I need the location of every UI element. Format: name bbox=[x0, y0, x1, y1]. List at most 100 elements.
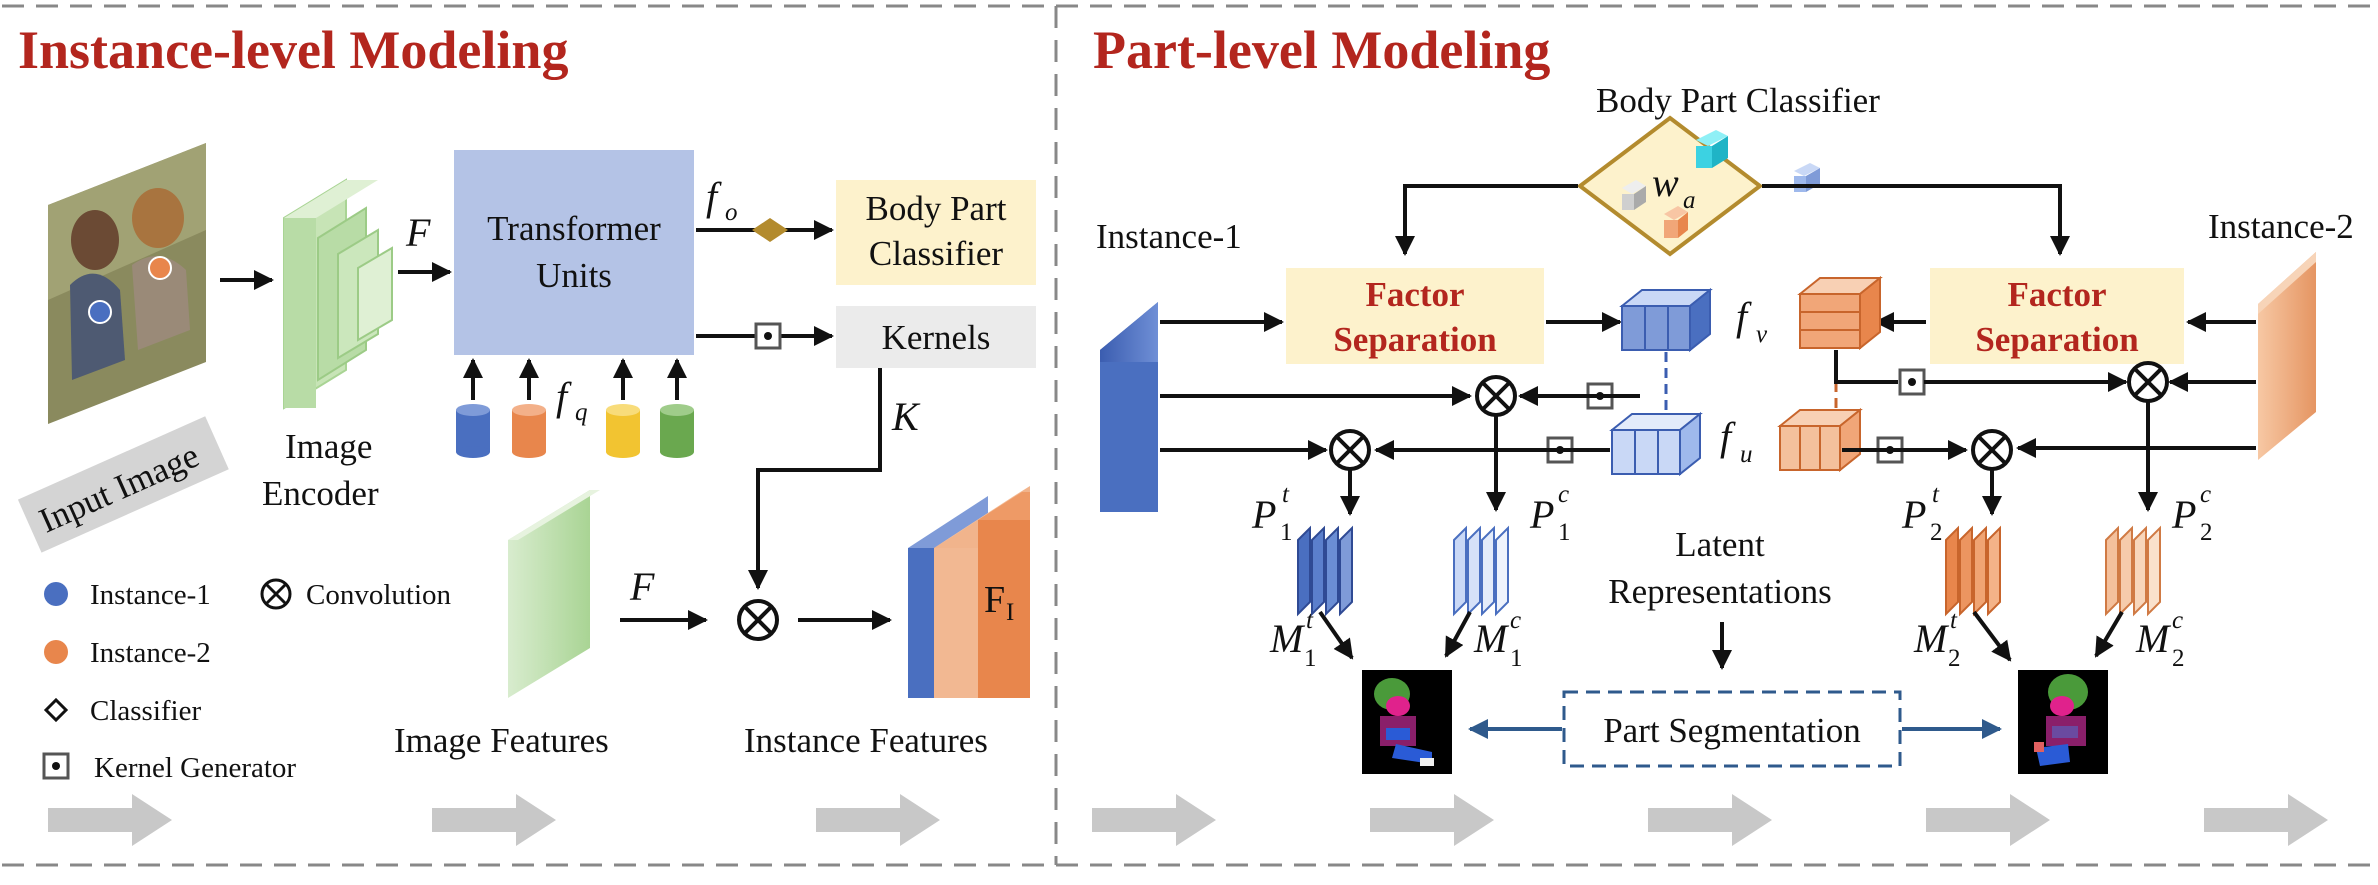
query-cylinders bbox=[456, 404, 694, 458]
symbol-K: K bbox=[891, 394, 921, 439]
conv-inst1-mid bbox=[1475, 375, 1517, 417]
arrow-M2t bbox=[1972, 610, 2012, 662]
kernels-box bbox=[836, 306, 1036, 368]
classifier-box-label-2: Classifier bbox=[869, 234, 1003, 273]
symbol-FI-sub: I bbox=[1006, 599, 1014, 626]
symbol-M1t: M bbox=[1269, 616, 1306, 661]
symbol-wa-sub: a bbox=[1683, 187, 1696, 214]
symbol-M2c: M bbox=[2135, 616, 2172, 661]
instance2-block bbox=[2258, 252, 2316, 460]
symbol-fu-sub: u bbox=[1740, 441, 1753, 468]
blue-fu-kernel bbox=[1609, 411, 1703, 477]
input-image bbox=[48, 143, 206, 424]
symbol-fo: f bbox=[706, 174, 722, 219]
legend-classifier-label: Classifier bbox=[90, 695, 201, 727]
part-segmentation-label: Part Segmentation bbox=[1603, 711, 1861, 750]
body-part-classifier-box bbox=[836, 180, 1036, 285]
gray-arrow-8 bbox=[2204, 794, 2328, 846]
arrow-M1t bbox=[1318, 610, 1354, 660]
orange-fv-line bbox=[1834, 350, 1898, 384]
latent-label-2: Representations bbox=[1608, 572, 1832, 611]
svg-text:t: t bbox=[1306, 607, 1314, 634]
P2c-stack bbox=[2105, 525, 2161, 617]
arrow-classifier-to-fs1 bbox=[1395, 184, 1578, 256]
instance-features-block bbox=[908, 486, 1030, 698]
svg-text:t: t bbox=[1950, 607, 1958, 634]
legend-instance2-label: Instance-2 bbox=[90, 637, 211, 669]
svg-text:c: c bbox=[2200, 481, 2211, 508]
image-encoder bbox=[283, 178, 393, 410]
symbol-P2t: P bbox=[1901, 492, 1926, 537]
image-encoder-label-2: Encoder bbox=[262, 474, 379, 513]
symbol-F-encoder: F bbox=[405, 210, 431, 255]
part-segmentation-box bbox=[1562, 690, 1902, 768]
classifier-cube-gray bbox=[1622, 180, 1646, 210]
gray-arrows bbox=[48, 794, 2328, 846]
symbol-P1t: P bbox=[1251, 492, 1276, 537]
symbol-P2c: P bbox=[2171, 492, 2196, 537]
transformer-units bbox=[454, 150, 694, 355]
legend-instance1-marker bbox=[44, 582, 68, 606]
body-part-classifier-diamond bbox=[1576, 115, 1820, 257]
legend-convolution-label: Convolution bbox=[306, 579, 452, 611]
P1c-stack bbox=[1453, 525, 1509, 617]
conv-inst2-left bbox=[1971, 429, 2013, 471]
symbol-fq-sub: q bbox=[575, 399, 588, 426]
fs1-label-2: Separation bbox=[1333, 320, 1496, 359]
factor-separation-1 bbox=[1286, 268, 1544, 364]
conv-inst1-left bbox=[1329, 429, 1371, 471]
symbol-P1c: P bbox=[1529, 492, 1554, 537]
instance2-label: Instance-2 bbox=[2208, 207, 2354, 246]
legend-convolution-marker bbox=[260, 578, 292, 610]
orange-fv-kernel bbox=[1797, 275, 1883, 351]
instance-features-label: Instance Features bbox=[744, 721, 988, 760]
legend-kernel-label: Kernel Generator bbox=[94, 752, 296, 784]
legend-kernel-marker bbox=[42, 752, 70, 780]
transformer-label-1: Transformer bbox=[487, 209, 661, 248]
body-part-classifier-title: Body Part Classifier bbox=[1596, 81, 1880, 120]
arrow-kernels-to-conv bbox=[748, 368, 882, 590]
segmentation-mask-instance1 bbox=[1362, 670, 1452, 774]
classifier-cube-orange bbox=[1664, 206, 1688, 238]
orange-fu-kernel bbox=[1777, 407, 1863, 473]
segmentation-mask-instance2 bbox=[2018, 670, 2108, 774]
symbol-M1c: M bbox=[1473, 616, 1510, 661]
symbol-fv-sub: v bbox=[1756, 321, 1768, 348]
svg-text:1: 1 bbox=[1304, 645, 1317, 672]
svg-text:2: 2 bbox=[2172, 645, 2185, 672]
symbol-fo-sub: o bbox=[725, 199, 738, 226]
gray-arrow-7 bbox=[1926, 794, 2050, 846]
svg-text:2: 2 bbox=[1930, 519, 1943, 546]
kernel-gen-orange-1 bbox=[1898, 368, 1926, 396]
legend-instance1-label: Instance-1 bbox=[90, 579, 211, 611]
svg-text:t: t bbox=[1282, 481, 1290, 508]
fs2-label-1: Factor bbox=[2007, 275, 2106, 314]
gray-arrow-3 bbox=[816, 794, 940, 846]
symbol-F-features: F bbox=[629, 564, 655, 609]
svg-text:c: c bbox=[2172, 607, 2183, 634]
classifier-box-label-1: Body Part bbox=[866, 189, 1007, 228]
symbol-fv: f bbox=[1736, 294, 1752, 339]
fs1-label-1: Factor bbox=[1365, 275, 1464, 314]
instance-level-title: Instance-level Modeling bbox=[18, 20, 568, 80]
part-level-title: Part-level Modeling bbox=[1093, 20, 1550, 80]
query-cylinder-orange bbox=[512, 404, 546, 458]
symbol-fu: f bbox=[1720, 414, 1736, 459]
legend: Instance-1 Instance-2 Classifier Kernel … bbox=[42, 578, 452, 784]
latent-label-1: Latent bbox=[1675, 525, 1765, 564]
arrow-classifier-to-fs2 bbox=[1762, 184, 2070, 256]
query-cylinder-yellow bbox=[606, 404, 640, 458]
input-image-tag: Input Image bbox=[17, 416, 229, 553]
symbol-FI: F bbox=[984, 579, 1005, 621]
arrow-M1c bbox=[1444, 611, 1472, 658]
svg-text:2: 2 bbox=[2200, 519, 2213, 546]
transformer-label-2: Units bbox=[536, 256, 612, 295]
image-features-block bbox=[508, 490, 600, 698]
instance1-label: Instance-1 bbox=[1096, 217, 1242, 256]
svg-text:t: t bbox=[1932, 481, 1940, 508]
query-cylinder-blue bbox=[456, 404, 490, 458]
classifier-cube-cyan bbox=[1696, 130, 1728, 168]
query-arrows bbox=[463, 358, 687, 400]
gray-arrow-1 bbox=[48, 794, 172, 846]
